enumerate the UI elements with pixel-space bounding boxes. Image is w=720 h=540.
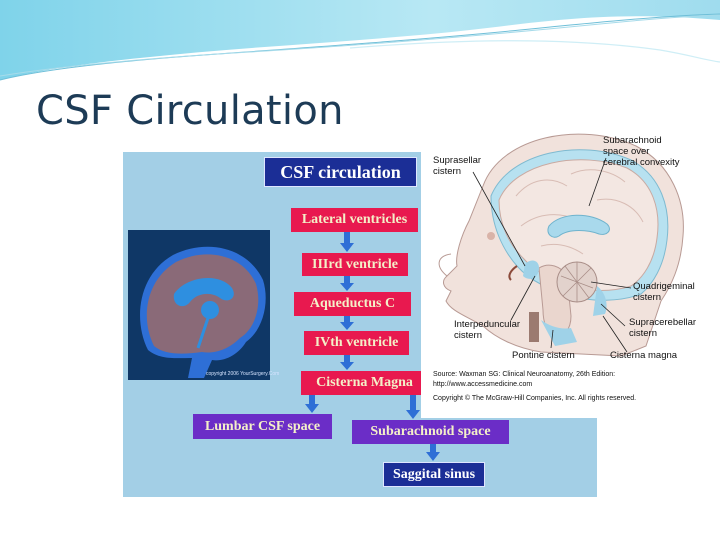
label-line: cistern <box>454 330 482 341</box>
source-line-3: Copyright © The McGraw-Hill Companies, I… <box>433 395 637 402</box>
step-lumbar-csf-space: Lumbar CSF space <box>193 414 332 439</box>
arrow-icon <box>406 395 420 419</box>
label-line: Subarachnoid <box>603 135 662 146</box>
label-line: Suprasellar <box>433 155 482 166</box>
step-subarachnoid-space: Subarachnoid space <box>352 420 509 444</box>
label-line: Supracerebellar <box>629 317 697 328</box>
step-third-ventricle: IIIrd ventricle <box>302 253 408 276</box>
label-pontine-cistern: Pontine cistern <box>512 350 575 361</box>
label-quadrigeminal-cistern: Quadrigeminal cistern <box>633 281 695 303</box>
label-cisterna-magna: Cisterna magna <box>610 350 678 361</box>
label-suprasellar-cistern: Suprasellar cistern <box>433 155 481 177</box>
label-interpeduncular-cistern: Interpeduncular cistern <box>454 319 520 341</box>
anatomy-figure: Suprasellar cistern Subarachnoid space o… <box>421 116 720 418</box>
label-subarachnoid-space: Subarachnoid space over cerebral convexi… <box>603 135 680 168</box>
arrow-icon <box>340 316 354 330</box>
slide-title: CSF Circulation <box>36 88 344 134</box>
arrow-icon <box>426 444 440 461</box>
brain-ventricle-illustration <box>128 230 270 380</box>
step-saggital-sinus: Saggital sinus <box>383 462 485 487</box>
label-line: cerebral convexity <box>603 157 680 168</box>
arrow-icon <box>340 276 354 291</box>
step-lateral-ventricles: Lateral ventricles <box>291 208 418 232</box>
label-line: space over <box>603 146 650 157</box>
step-fourth-ventricle: IVth ventricle <box>304 331 409 355</box>
flowchart-title: CSF circulation <box>264 157 417 187</box>
image-copyright: copyright 2006 YourSurgery.Com <box>206 371 280 377</box>
label-supracerebellar-cistern: Supracerebellar cistern <box>629 317 696 339</box>
arrow-icon <box>305 395 319 413</box>
arrow-icon <box>340 355 354 370</box>
label-line: cistern <box>633 292 661 303</box>
step-aqueductus: Aqueductus C <box>294 292 411 316</box>
sagittal-brain-diagram <box>438 133 684 357</box>
arrow-icon <box>340 232 354 252</box>
header-wave-decoration <box>0 0 720 81</box>
label-line: cistern <box>433 166 461 177</box>
label-line: cistern <box>629 328 657 339</box>
label-line: Quadrigeminal <box>633 281 695 292</box>
source-line-2: http://www.accessmedicine.com <box>433 381 533 388</box>
source-line-1: Source: Waxman SG: Clinical Neuroanatomy… <box>433 371 616 378</box>
step-cisterna-magna: Cisterna Magna <box>301 371 428 395</box>
label-line: Interpeduncular <box>454 319 521 330</box>
